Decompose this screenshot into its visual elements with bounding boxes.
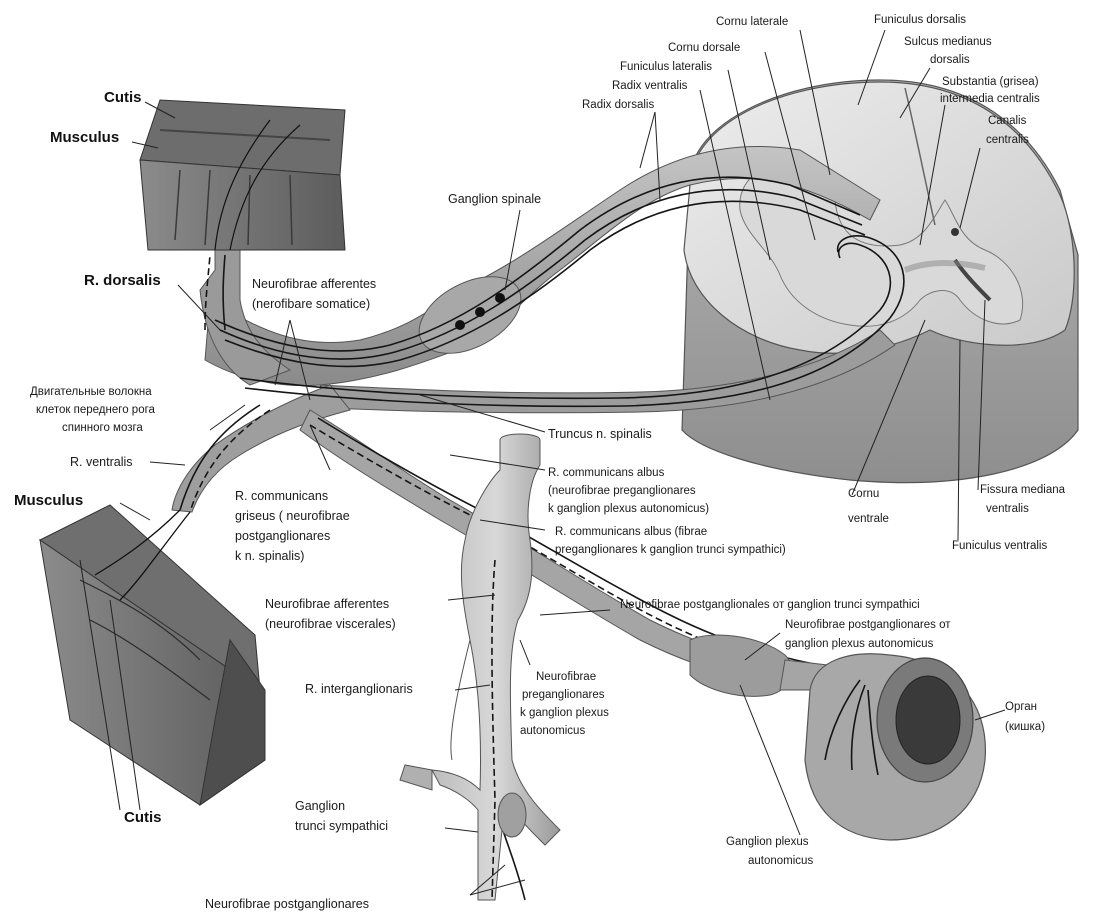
organ-intestine <box>805 654 985 840</box>
tissue-block-bottom <box>40 505 265 805</box>
label-r-dorsalis: R. dorsalis <box>84 272 161 289</box>
label-neurofibrae-postganglionares: Neurofibrae postganglionares <box>205 897 369 911</box>
label-ganglion-trunci-2: trunci sympathici <box>295 819 388 833</box>
label-cutis-bottom: Cutis <box>124 809 162 826</box>
label-motor-fibers-1: Двигательные волокна <box>30 386 152 398</box>
label-organ-2: (кишка) <box>1005 721 1045 733</box>
label-motor-fibers-3: спинного мозга <box>62 422 143 434</box>
label-canalis-2: centralis <box>986 134 1029 146</box>
label-organ-1: Орган <box>1005 701 1037 713</box>
label-postgang-trunci: Neurofibrae postganglionales от ganglion… <box>620 599 920 611</box>
label-cutis-top: Cutis <box>104 89 142 106</box>
label-r-interganglionaris: R. interganglionaris <box>305 682 413 696</box>
label-ganglion-spinale: Ganglion spinale <box>448 192 541 206</box>
label-preganglionares-3: k ganglion plexus <box>520 707 609 719</box>
label-preganglionares-1: Neurofibrae <box>536 671 596 683</box>
label-r-ventralis: R. ventralis <box>70 455 133 469</box>
label-albus2-1: R. communicans albus (fibrae <box>555 526 707 538</box>
label-preganglionares-4: autonomicus <box>520 725 585 737</box>
label-canalis-1: Canalis <box>988 115 1027 127</box>
label-substantia-2: intermedia centralis <box>940 93 1040 105</box>
label-afferent-somatic-2: (nerofibare somatice) <box>252 297 370 311</box>
label-afferent-visceral-1: Neurofibrae afferentes <box>265 597 389 611</box>
label-funiculus-lateralis: Funiculus lateralis <box>620 61 712 73</box>
label-sulcus-medianus-2: dorsalis <box>930 54 970 66</box>
label-truncus-spinalis: Truncus n. spinalis <box>548 427 652 441</box>
label-postgang-plexus-1: Neurofibrae postganglionares от <box>785 619 951 631</box>
label-afferent-somatic-1: Neurofibrae afferentes <box>252 277 376 291</box>
label-postgang-plexus-2: ganglion plexus autonomicus <box>785 638 934 650</box>
label-cornu-laterale: Cornu laterale <box>716 16 788 28</box>
label-cornu-ventrale-2: ventrale <box>848 513 889 525</box>
label-preganglionares-2: preganglionares <box>522 689 605 701</box>
label-radix-dorsalis: Radix dorsalis <box>582 99 654 111</box>
label-fissura-1: Fissura mediana <box>980 484 1066 496</box>
label-griseus-2: griseus ( neurofibrae <box>235 509 350 523</box>
label-ganglion-trunci-1: Ganglion <box>295 799 345 813</box>
label-funiculus-dorsalis: Funiculus dorsalis <box>874 14 966 26</box>
label-albus1-1: R. communicans albus <box>548 467 665 479</box>
label-albus1-3: k ganglion plexus autonomicus) <box>548 503 709 515</box>
label-substantia-1: Substantia (grisea) <box>942 76 1039 88</box>
label-albus2-2: preganglionares k ganglion trunci sympat… <box>555 544 786 556</box>
label-albus1-2: (neurofibrae preganglionares <box>548 485 696 497</box>
label-griseus-3: postganglionares <box>235 529 330 543</box>
label-motor-fibers-2: клеток переднего рога <box>36 404 156 416</box>
label-radix-ventralis: Radix ventralis <box>612 80 688 92</box>
label-ganglion-plexus-2: autonomicus <box>748 855 813 867</box>
label-musculus-top: Musculus <box>50 129 119 146</box>
label-afferent-visceral-2: (neurofibrae viscerales) <box>265 617 396 631</box>
tissue-block-top <box>140 100 345 250</box>
label-cornu-ventrale-1: Cornu <box>848 488 879 500</box>
label-fissura-2: ventralis <box>986 503 1029 515</box>
label-funiculus-ventralis: Funiculus ventralis <box>952 540 1047 552</box>
label-sulcus-medianus-1: Sulcus medianus <box>904 36 992 48</box>
label-cornu-dorsale: Cornu dorsale <box>668 42 740 54</box>
label-griseus-1: R. communicans <box>235 489 328 503</box>
label-musculus-bottom: Musculus <box>14 492 83 509</box>
label-griseus-4: k n. spinalis) <box>235 549 304 563</box>
label-ganglion-plexus-1: Ganglion plexus <box>726 836 809 848</box>
